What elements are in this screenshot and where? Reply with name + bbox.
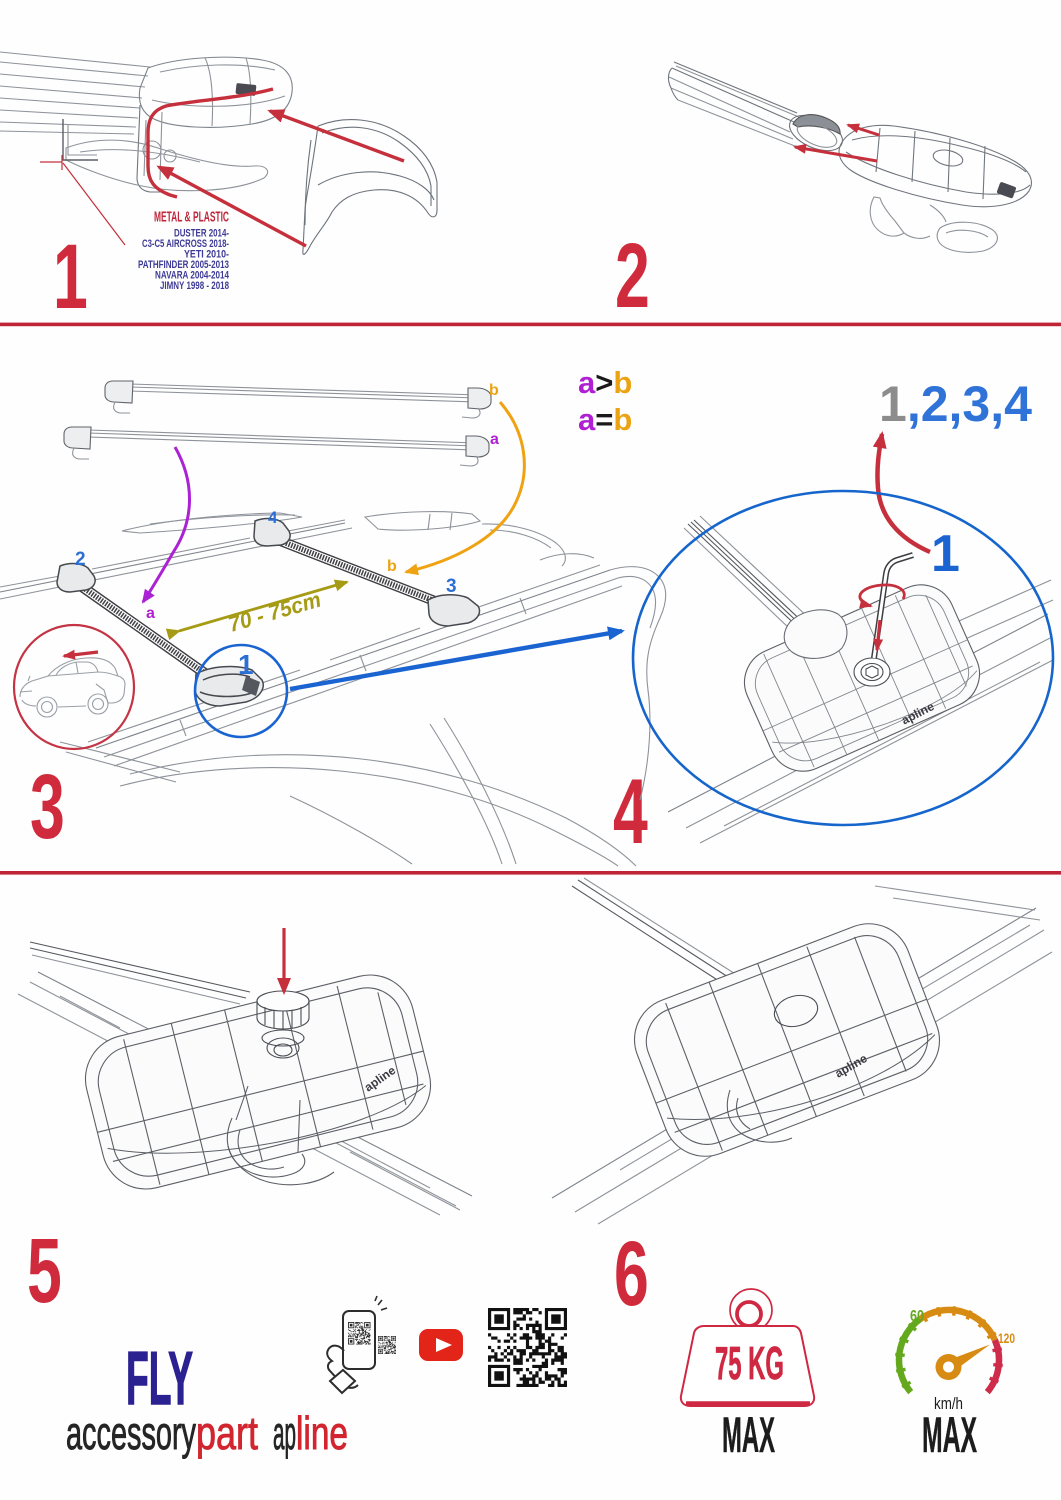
- svg-text:YETI 2010-: YETI 2010-: [184, 249, 229, 261]
- svg-text:km/h: km/h: [934, 1395, 963, 1413]
- svg-text:2: 2: [75, 549, 86, 570]
- svg-text:MAX: MAX: [922, 1407, 977, 1463]
- svg-text:1,2,3,4: 1,2,3,4: [879, 376, 1032, 432]
- svg-text:accessory: accessory: [66, 1407, 196, 1459]
- svg-text:3: 3: [30, 755, 65, 858]
- svg-text:3: 3: [446, 576, 457, 597]
- svg-text:5: 5: [27, 1219, 62, 1322]
- svg-text:a: a: [146, 605, 155, 622]
- svg-text:a=b: a=b: [578, 402, 632, 437]
- svg-text:a: a: [490, 431, 499, 448]
- svg-text:1: 1: [238, 649, 254, 680]
- svg-text:ap: ap: [273, 1407, 296, 1459]
- svg-text:2: 2: [615, 224, 650, 327]
- svg-text:JIMNY 1998 - 2018: JIMNY 1998 - 2018: [160, 280, 229, 292]
- svg-text:DUSTER 2014-: DUSTER 2014-: [174, 228, 229, 240]
- svg-text:60: 60: [910, 1308, 924, 1325]
- svg-text:FLY: FLY: [126, 1336, 193, 1420]
- svg-text:C3-C5 AIRCROSS 2018-: C3-C5 AIRCROSS 2018-: [142, 238, 229, 250]
- svg-text:a>b: a>b: [578, 365, 632, 400]
- svg-text:part: part: [196, 1407, 258, 1459]
- svg-text:4: 4: [268, 508, 278, 527]
- svg-text:1: 1: [931, 525, 960, 583]
- svg-text:b: b: [489, 382, 499, 399]
- svg-text:PATHFINDER 2005-2013: PATHFINDER 2005-2013: [138, 259, 229, 271]
- svg-text:4: 4: [613, 760, 648, 863]
- svg-text:METAL & PLASTIC: METAL & PLASTIC: [154, 210, 229, 226]
- svg-text:75 KG: 75 KG: [715, 1337, 784, 1389]
- svg-text:MAX: MAX: [722, 1407, 775, 1463]
- svg-text:6: 6: [614, 1222, 649, 1325]
- svg-text:120: 120: [998, 1330, 1015, 1346]
- svg-text:1: 1: [53, 225, 88, 328]
- svg-text:NAVARA 2004-2014: NAVARA 2004-2014: [155, 270, 230, 282]
- svg-text:b: b: [387, 558, 397, 575]
- svg-text:line: line: [296, 1407, 348, 1459]
